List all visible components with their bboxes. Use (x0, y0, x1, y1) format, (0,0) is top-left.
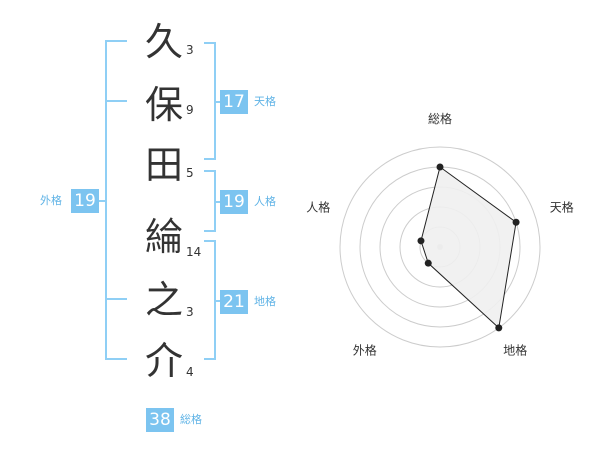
tenkaku-label: 天格 (254, 95, 276, 108)
name-char-6: 介 (144, 339, 183, 383)
stroke-count-4: 14 (186, 245, 202, 259)
radar-axis-label: 地格 (503, 343, 527, 358)
radar-point (436, 163, 444, 171)
radar-point (417, 237, 425, 245)
gaikaku-label: 外格 (40, 194, 62, 207)
radar-point (495, 324, 503, 332)
name-char-5: 之 (144, 278, 183, 322)
tenkaku-value-badge: 17 (220, 90, 248, 114)
chikaku-label: 地格 (254, 295, 276, 308)
radar-grid-ring (339, 146, 541, 348)
radar-axis-label: 天格 (550, 199, 574, 214)
jinkaku-label: 人格 (254, 195, 276, 208)
stroke-count-3: 5 (186, 166, 194, 180)
radar-value-polygon (420, 166, 517, 329)
chikaku-value-badge: 21 (220, 290, 248, 314)
gaikaku-value-badge: 19 (71, 189, 99, 213)
name-char-2: 保 (144, 83, 183, 127)
radar-point (512, 218, 520, 226)
name-char-1: 久 (144, 20, 183, 64)
stroke-count-1: 3 (186, 43, 194, 57)
radar-axis-label: 外格 (353, 343, 377, 358)
jinkaku-value-badge: 19 (220, 190, 248, 214)
stroke-count-2: 9 (186, 103, 194, 117)
soukaku-value-badge: 38 (146, 408, 174, 432)
stroke-count-6: 4 (186, 365, 194, 379)
radar-axis-label: 総格 (428, 111, 452, 126)
soukaku-label: 総格 (180, 413, 202, 426)
radar-point (424, 259, 432, 267)
name-char-4: 綸 (144, 215, 183, 259)
radar-axis-label: 人格 (306, 199, 330, 214)
stroke-count-5: 3 (186, 305, 194, 319)
name-char-3: 田 (144, 143, 183, 187)
